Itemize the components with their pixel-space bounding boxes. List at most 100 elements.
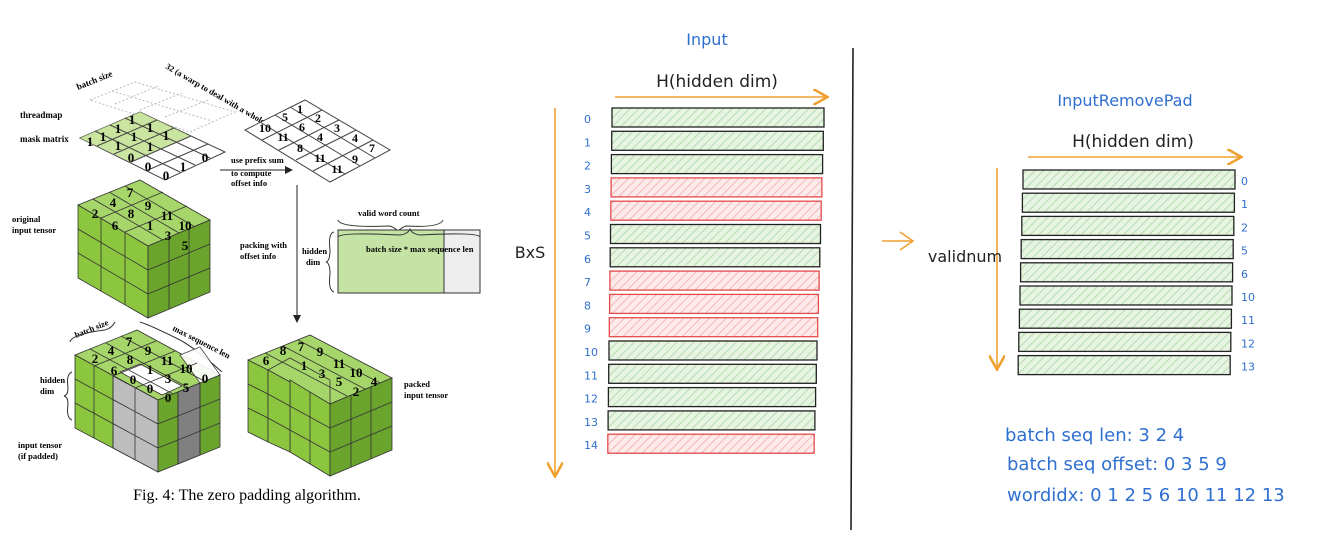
packed-value: 7 — [298, 339, 305, 354]
remove-pad-row-index: 10 — [1241, 291, 1255, 304]
input-row-index: 3 — [584, 183, 591, 196]
mask-matrix-label: mask matrix — [20, 134, 69, 144]
packed-label-1: packed — [404, 379, 430, 389]
input-row-valid — [608, 340, 818, 361]
prefix-sum-label-3: offset info — [231, 178, 267, 188]
offset-cell: 3 — [334, 121, 340, 135]
packed-value: 1 — [301, 358, 308, 373]
padding-matrix-region — [443, 229, 481, 294]
mask-cell: 0 — [145, 159, 152, 174]
hidden-brace — [325, 231, 335, 293]
input-panel: Input H(hidden dim) BxS 0123456789101112… — [515, 30, 826, 475]
padded-value: 10 — [180, 361, 193, 376]
validnum-label: validnum — [928, 247, 1002, 266]
remove-pad-row-index: 12 — [1241, 337, 1255, 350]
mask-cell: 0 — [128, 150, 135, 165]
input-row-valid — [611, 130, 824, 151]
offset-diamond — [243, 99, 392, 183]
input-padded-label-2: (if padded) — [18, 451, 58, 461]
mask-cell: 1 — [115, 121, 122, 136]
original-label-2: input tensor — [12, 225, 56, 235]
batch-size-top-label: batch size — [75, 68, 114, 91]
input-row-padded — [609, 270, 820, 291]
input-row-index: 13 — [584, 416, 598, 429]
input-row-valid — [607, 386, 817, 408]
remove-pad-row — [1021, 215, 1235, 237]
remove-pad-row — [1017, 354, 1231, 376]
mask-cell: 1 — [115, 138, 122, 153]
offset-cell: 9 — [352, 152, 358, 166]
cube-value: 9 — [145, 198, 152, 213]
offset-cell: 7 — [369, 141, 375, 155]
mask-cell: 1 — [129, 112, 136, 127]
cube-value: 4 — [110, 195, 117, 210]
packing-label-1: packing with — [240, 240, 287, 250]
packed-value: 9 — [317, 344, 324, 359]
remove-pad-row — [1022, 169, 1236, 190]
packed-value: 4 — [371, 374, 378, 389]
mask-cell: 1 — [100, 129, 107, 144]
cube-value: 10 — [179, 218, 192, 233]
padded-value: 2 — [92, 351, 99, 366]
padded-value: 6 — [111, 363, 118, 378]
threadmap-label: threadmap — [20, 110, 62, 120]
input-row-valid — [609, 223, 822, 245]
input-row-index: 4 — [584, 206, 591, 219]
mask-cell: 0 — [202, 150, 209, 165]
input-row-padded — [610, 200, 822, 221]
input-row-index: 9 — [584, 323, 591, 336]
offset-cell: 4 — [352, 131, 358, 145]
hidden-label-2: dim — [306, 257, 320, 267]
packing-label-2: offset info — [240, 251, 276, 261]
remove-pad-row-index: 2 — [1241, 221, 1248, 234]
mask-cell: 1 — [163, 128, 170, 143]
vertical-divider — [850, 47, 854, 531]
offset-cell: 11 — [277, 130, 288, 144]
input-row-index: 5 — [584, 230, 591, 243]
offset-values: 1 2 5 3 10 6 4 11 7 4 8 11 9 11 — [259, 102, 375, 176]
offset-cell: 8 — [297, 141, 303, 155]
input-row-valid — [609, 247, 821, 268]
input-row-index: 12 — [584, 393, 598, 406]
remove-pad-row-index: 6 — [1241, 268, 1248, 281]
remove-pad-panel: InputRemovePad H(hidden dim) validnum 01… — [928, 91, 1285, 506]
input-row-valid — [607, 410, 816, 431]
offset-cell: 1 — [297, 102, 303, 116]
batch-brace-bottom — [69, 321, 116, 343]
figure-caption: Fig. 4: The zero padding algorithm. — [133, 487, 361, 504]
hidden-label-1: hidden — [302, 246, 327, 256]
hidden-brace-bottom — [63, 371, 73, 421]
hidden-b-label-1: hidden — [40, 375, 65, 385]
input-row-valid — [611, 107, 825, 128]
remove-pad-row — [1019, 262, 1234, 283]
hidden-b-label-2: dim — [40, 386, 54, 396]
mask-cell: 0 — [163, 168, 170, 183]
packed-value: 11 — [333, 356, 345, 371]
transform-arrow — [882, 231, 915, 251]
input-row-valid — [610, 153, 824, 175]
input-title: Input — [686, 30, 727, 49]
remove-pad-row-index: 13 — [1241, 361, 1255, 374]
remove-pad-hidden-label: H(hidden dim) — [1072, 132, 1194, 152]
offset-cell: 11 — [331, 162, 342, 176]
input-row-index: 10 — [584, 346, 598, 359]
remove-pad-row-index: 0 — [1241, 175, 1248, 188]
mask-cell: 1 — [180, 159, 187, 174]
input-row-index: 8 — [584, 299, 591, 312]
input-row-index: 2 — [584, 160, 591, 173]
input-hidden-label: H(hidden dim) — [656, 72, 778, 92]
offset-cell: 6 — [299, 120, 305, 134]
input-row-padded — [610, 177, 823, 198]
offset-cell: 4 — [317, 130, 323, 144]
cube-value: 5 — [182, 238, 189, 253]
padded-value: 8 — [127, 352, 134, 367]
input-row-padded — [607, 433, 815, 454]
cube-value: 6 — [112, 218, 119, 233]
input-row-index: 11 — [584, 369, 598, 382]
original-cube-stack — [77, 179, 211, 319]
padded-value: 11 — [161, 353, 173, 368]
